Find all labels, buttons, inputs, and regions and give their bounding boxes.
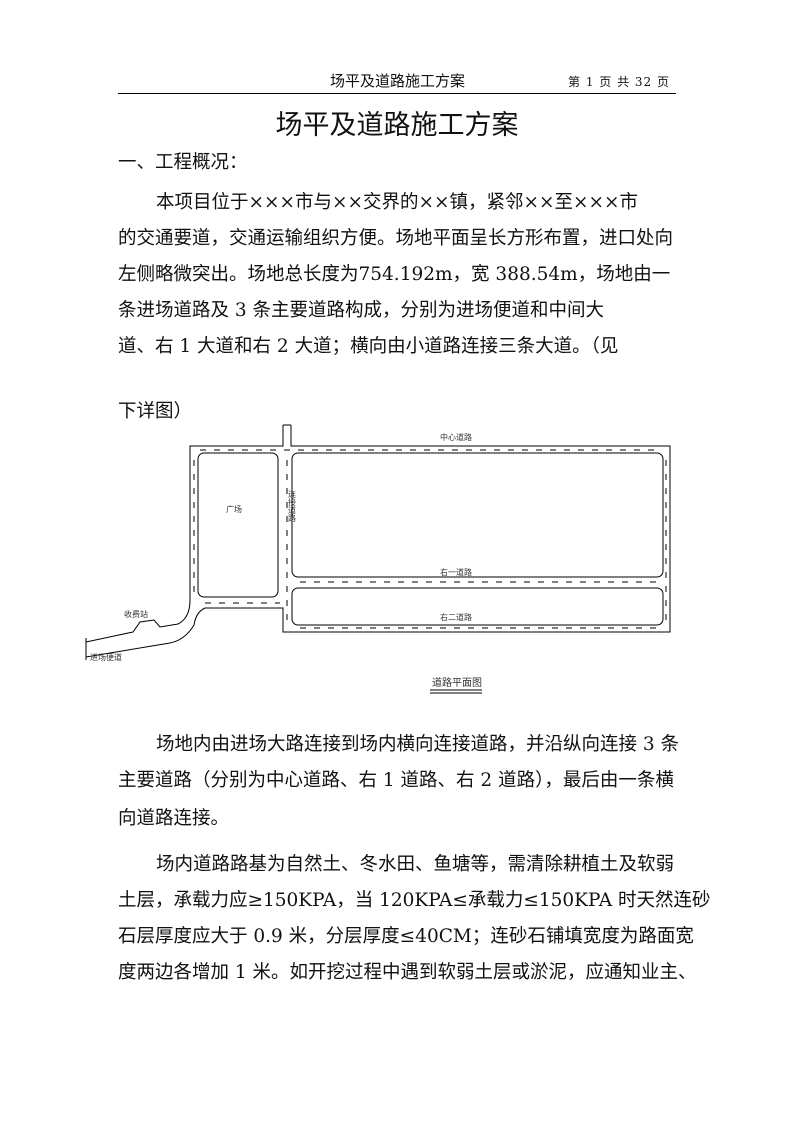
- para3-line: 土层，承载力应≥150KPA，当 120KPA≤承载力≤150KPA 时天然连砂: [118, 890, 711, 911]
- para2-line: 向道路连接。: [118, 808, 230, 829]
- main-block: [291, 452, 664, 578]
- para1-line: 下详图）: [118, 401, 193, 422]
- header-rule: [118, 93, 676, 94]
- section-heading: 一、工程概况：: [118, 152, 248, 173]
- para1-line: 条进场道路及 3 条主要道路构成，分别为进场便道和中间大: [118, 300, 605, 321]
- para3-line: 度两边各增加 1 米。如开挖过程中遇到软弱土层或淤泥，应通知业主、: [118, 962, 697, 983]
- label-link-road: 连接道路: [288, 489, 297, 522]
- para1-line: 道、右 1 大道和右 2 大道；横向由小道路连接三条大道。（见: [118, 336, 619, 357]
- label-center-road: 中心道路: [440, 432, 472, 442]
- para1-line: 左侧略微突出。场地总长度为754.192m，宽 388.54m，场地由一: [118, 264, 671, 285]
- plaza-block: [197, 452, 279, 598]
- outer-boundary: [85, 425, 671, 658]
- header-title: 场平及道路施工方案: [330, 72, 466, 90]
- para1-line: 的交通要道，交通运输组织方便。场地平面呈长方形布置，进口处向: [118, 228, 674, 249]
- para1-line: 本项目位于×××市与××交界的××镇，紧邻××至×××市: [156, 192, 639, 213]
- road-plan-diagram: 中心道路 右一道路 右二道路 广场 连接道路 收费站 进场便道 道路平面图: [85, 424, 671, 694]
- label-plaza: 广场: [226, 504, 242, 514]
- right2-block: [291, 587, 664, 626]
- para3-line: 场内道路路基为自然土、冬水田、鱼塘等，需清除耕植土及软弱: [156, 854, 675, 875]
- label-access-road: 进场便道: [90, 652, 122, 662]
- label-toll: 收费站: [124, 609, 148, 619]
- document-title: 场平及道路施工方案: [275, 110, 519, 141]
- diagram-caption: 道路平面图: [432, 676, 482, 689]
- para2-line: 主要道路（分别为中心道路、右 1 道路、右 2 道路），最后由一条横: [118, 770, 674, 791]
- header-page-info: 第 1 页 共 32 页: [568, 75, 670, 89]
- label-right2-road: 右二道路: [440, 612, 472, 622]
- access-road-upper: [85, 599, 191, 643]
- label-right1-road: 右一道路: [440, 567, 472, 577]
- para3-line: 石层厚度应大于 0.9 米，分层厚度≤40CM；连砂石铺填宽度为路面宽: [118, 926, 694, 947]
- para2-line: 场地内由进场大路连接到场内横向连接道路，并沿纵向连接 3 条: [156, 734, 680, 755]
